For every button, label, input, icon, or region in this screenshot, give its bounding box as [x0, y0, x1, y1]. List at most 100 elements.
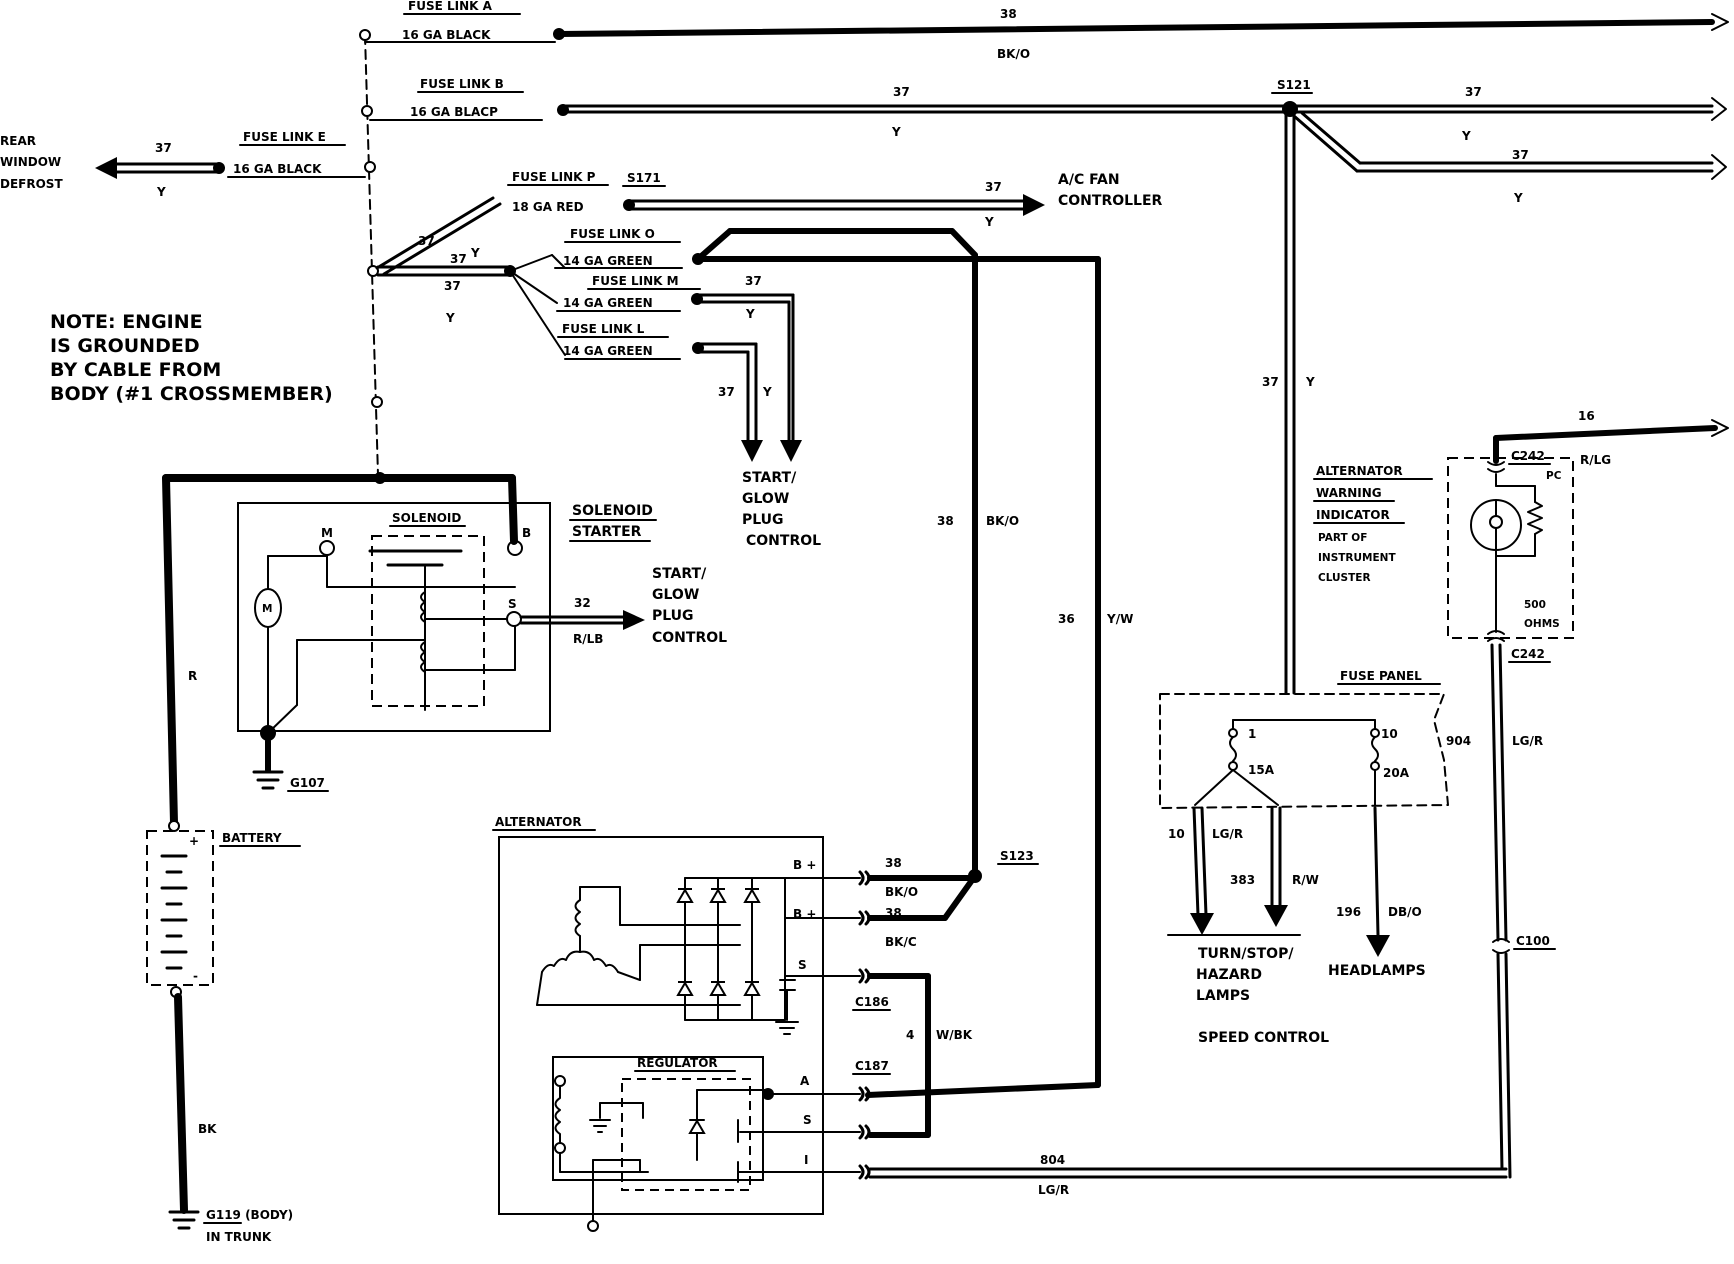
svg-text:LAMPS: LAMPS [1196, 988, 1250, 1004]
svg-text:37: 37 [1262, 375, 1279, 389]
svg-text:OHMS: OHMS [1524, 618, 1560, 630]
svg-text:37: 37 [155, 141, 172, 155]
svg-text:A/C FAN: A/C FAN [1058, 172, 1120, 188]
alternator-warning-indicator: ALTERNATOR WARNING INDICATOR PART OF INS… [1313, 409, 1729, 1179]
svg-text:1: 1 [1248, 727, 1256, 741]
svg-text:C187: C187 [855, 1059, 889, 1073]
svg-text:ALTERNATOR: ALTERNATOR [1316, 464, 1403, 478]
svg-text:CONTROL: CONTROL [652, 630, 727, 646]
svg-text:TURN/STOP/: TURN/STOP/ [1198, 946, 1294, 962]
circuit-36-yw: 36 Y/W [695, 256, 1133, 1098]
svg-text:37: 37 [718, 385, 735, 399]
svg-text:M: M [321, 526, 333, 540]
engine-ground-note: NOTE: ENGINE IS GROUNDED BY CABLE FROM B… [50, 311, 333, 405]
svg-text:S171: S171 [627, 171, 661, 185]
svg-text:B +: B + [793, 907, 816, 921]
svg-text:+: + [189, 834, 199, 848]
svg-text:PART OF: PART OF [1318, 532, 1367, 544]
svg-text:S: S [508, 597, 517, 611]
svg-text:FUSE LINK E: FUSE LINK E [243, 130, 326, 144]
svg-text:WARNING: WARNING [1316, 486, 1382, 500]
svg-text:BATTERY: BATTERY [222, 831, 282, 845]
svg-text:Y: Y [470, 246, 480, 260]
feed-to-fuse-link-p: 37 Y [375, 196, 502, 276]
fuse-panel: FUSE PANEL 1 10 15A 20A 10 LG/R 383 R/W [1159, 669, 1449, 1046]
svg-text:SPEED CONTROL: SPEED CONTROL [1198, 1030, 1329, 1046]
svg-text:FUSE LINK M: FUSE LINK M [592, 274, 679, 288]
splice-s121: S121 37 Y 37 Y 37 Y [1262, 78, 1727, 695]
svg-text:NOTE: ENGINE: NOTE: ENGINE [50, 311, 203, 333]
svg-text:R/LG: R/LG [1580, 453, 1611, 467]
svg-text:4: 4 [906, 1028, 914, 1042]
svg-text:BODY (#1 CROSSMEMBER): BODY (#1 CROSSMEMBER) [50, 383, 333, 405]
svg-text:C242: C242 [1511, 647, 1545, 661]
svg-text:G119 (BODY): G119 (BODY) [206, 1208, 293, 1222]
svg-text:37: 37 [450, 252, 467, 266]
svg-text:INDICATOR: INDICATOR [1316, 508, 1390, 522]
svg-text:S: S [798, 958, 807, 972]
battery-positive-cable: R [162, 474, 518, 827]
svg-text:A: A [800, 1074, 810, 1088]
svg-text:37: 37 [444, 279, 461, 293]
svg-text:REAR: REAR [0, 134, 36, 148]
svg-text:14 GA GREEN: 14 GA GREEN [563, 296, 653, 310]
svg-text:10: 10 [1168, 827, 1185, 841]
svg-text:B: B [522, 526, 531, 540]
svg-text:37: 37 [1512, 148, 1529, 162]
svg-text:DEFROST: DEFROST [0, 177, 63, 191]
svg-text:14 GA GREEN: 14 GA GREEN [563, 344, 653, 358]
svg-text:M: M [262, 603, 272, 615]
starter-motor-solenoid: SOLENOID STARTER SOLENOID M B S M M [237, 502, 727, 792]
svg-text:C186: C186 [855, 995, 889, 1009]
fuse-link-b: FUSE LINK B 16 GA BLACP 37 Y [369, 77, 1727, 139]
svg-text:383: 383 [1230, 873, 1255, 887]
svg-text:START/: START/ [652, 566, 707, 582]
svg-text:FUSE LINK O: FUSE LINK O [570, 227, 655, 241]
svg-text:B +: B + [793, 858, 816, 872]
circuit-38-bko: 38 BK/O [695, 228, 1019, 876]
feed-to-fuse-links-oml: 37 Y 37 [376, 252, 566, 356]
svg-text:Y: Y [984, 215, 994, 229]
fuse-link-bus [359, 29, 386, 484]
svg-text:C242: C242 [1511, 449, 1545, 463]
svg-text:FUSE LINK B: FUSE LINK B [420, 77, 504, 91]
svg-text:16: 16 [1578, 409, 1595, 423]
fuse-link-e: FUSE LINK E 16 GA BLACK 37 Y REAR WINDOW… [0, 130, 366, 199]
svg-text:16 GA BLACK: 16 GA BLACK [233, 162, 322, 176]
fuse-link-a: FUSE LINK A 16 GA BLACK 38 BK/O [364, 0, 1729, 61]
svg-text:Y: Y [1305, 375, 1315, 389]
svg-text:20A: 20A [1383, 766, 1410, 780]
svg-text:38: 38 [885, 906, 902, 920]
svg-text:FUSE LINK L: FUSE LINK L [562, 322, 645, 336]
svg-text:SOLENOID: SOLENOID [572, 503, 653, 519]
svg-text:Y: Y [1513, 191, 1523, 205]
svg-text:37: 37 [1465, 85, 1482, 99]
svg-text:Y: Y [445, 311, 455, 325]
svg-text:HEADLAMPS: HEADLAMPS [1328, 963, 1426, 979]
svg-text:WINDOW: WINDOW [0, 155, 61, 169]
svg-text:BK/C: BK/C [885, 935, 917, 949]
svg-text:CONTROLLER: CONTROLLER [1058, 193, 1163, 209]
svg-text:196: 196 [1336, 905, 1361, 919]
svg-text:STARTER: STARTER [572, 524, 642, 540]
svg-text:38: 38 [1000, 7, 1017, 21]
svg-text:Y: Y [745, 307, 755, 321]
svg-text:-: - [193, 969, 198, 983]
svg-text:IN TRUNK: IN TRUNK [206, 1230, 272, 1244]
svg-text:LG/R: LG/R [1038, 1183, 1069, 1197]
svg-text:DB/O: DB/O [1388, 905, 1422, 919]
svg-text:PLUG: PLUG [742, 512, 784, 528]
svg-text:32: 32 [574, 596, 591, 610]
svg-text:500: 500 [1524, 599, 1546, 611]
svg-text:ALTERNATOR: ALTERNATOR [495, 815, 582, 829]
svg-text:Y: Y [891, 125, 901, 139]
svg-text:37: 37 [985, 180, 1002, 194]
svg-text:REGULATOR: REGULATOR [637, 1056, 718, 1070]
svg-text:Y: Y [1461, 129, 1471, 143]
svg-text:FUSE LINK P: FUSE LINK P [512, 170, 596, 184]
svg-text:14 GA GREEN: 14 GA GREEN [563, 254, 653, 268]
svg-text:LG/R: LG/R [1512, 734, 1543, 748]
alternator-output-wiring: S123 38 BK/O 38 BK/C C186 4 W/BK C187 80… [852, 849, 1508, 1197]
svg-text:38: 38 [885, 856, 902, 870]
svg-text:BK: BK [198, 1122, 217, 1136]
